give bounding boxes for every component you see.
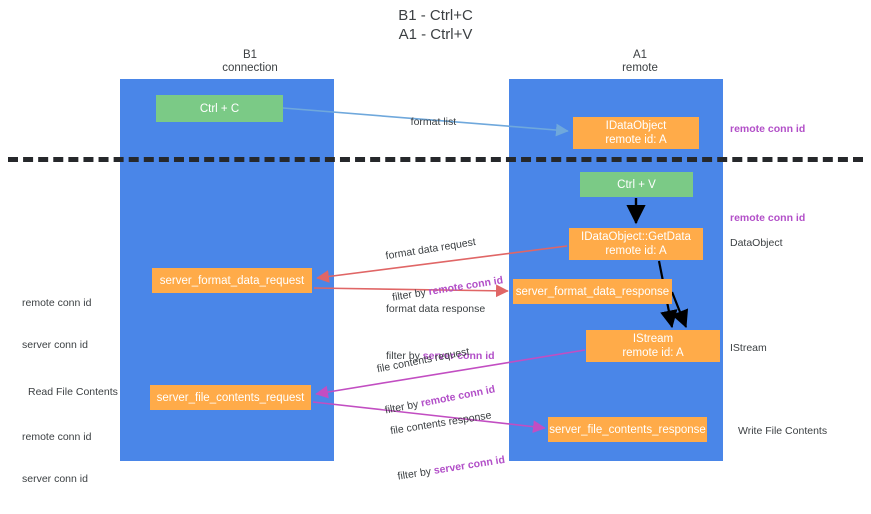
- node-ctrl-v[interactable]: Ctrl + V: [580, 172, 693, 197]
- label-remote-conn-id-mid: remote conn id: [730, 212, 806, 224]
- label-dataobject: DataObject: [730, 237, 783, 249]
- node-ctrl-c[interactable]: Ctrl + C: [156, 95, 283, 122]
- node-idataobject-getdata-line1: IDataObject::GetData: [581, 231, 691, 243]
- node-server-format-data-response-label: server_format_data_response: [515, 285, 670, 298]
- node-server-file-contents-request[interactable]: server_file_contents_request: [150, 385, 311, 410]
- caption-format-data-response: format data response filter by server co…: [386, 274, 495, 391]
- label-remote-conn-id-top: remote conn id: [730, 123, 806, 135]
- node-istream-line1: IStream: [632, 333, 674, 345]
- label-left-remote-conn-id-2: remote conn id: [22, 431, 92, 443]
- label-left-remote-conn-id: remote conn id: [22, 297, 92, 309]
- page-title: B1 - Ctrl+C A1 - Ctrl+V: [0, 6, 871, 44]
- caption-format-data-request-text: format data request: [384, 236, 477, 263]
- caption-file-contents-response-filter: filter by server conn id: [397, 453, 506, 484]
- node-idataobject[interactable]: IDataObject remote id: A: [573, 117, 699, 149]
- node-idataobject-line2: remote id: A: [605, 134, 667, 146]
- label-left-server-conn-id-2: server conn id: [22, 473, 88, 485]
- node-idataobject-getdata-line2: remote id: A: [605, 245, 667, 257]
- label-read-file-contents: Read File Contents: [28, 386, 118, 398]
- caption-format-data-response-text: format data response: [386, 303, 486, 315]
- node-idataobject-line1: IDataObject: [605, 120, 667, 132]
- label-istream: IStream: [730, 342, 767, 354]
- node-server-format-data-request-label: server_format_data_request: [159, 274, 305, 287]
- column-header-a1: A1 remote: [540, 49, 740, 75]
- filter-key-server-conn-id: server conn id: [422, 350, 495, 362]
- filter-key-server-conn-id: server conn id: [432, 453, 506, 477]
- label-write-file-contents: Write File Contents: [738, 425, 828, 437]
- filter-prefix: filter by: [386, 350, 423, 362]
- node-ctrl-c-label: Ctrl + C: [199, 102, 240, 115]
- label-left-conn-ids-top: remote conn id server conn id: [22, 268, 91, 380]
- label-left-conn-ids-bottom: remote conn id server conn id: [22, 402, 91, 514]
- node-server-format-data-request[interactable]: server_format_data_request: [152, 268, 312, 293]
- column-header-a1-role: remote: [622, 62, 658, 74]
- label-left-server-conn-id: server conn id: [22, 339, 88, 351]
- node-server-format-data-response[interactable]: server_format_data_response: [513, 279, 672, 304]
- node-server-file-contents-request-label: server_file_contents_request: [156, 391, 305, 404]
- node-server-file-contents-response-label: server_file_contents_response: [549, 423, 706, 436]
- node-ctrl-v-label: Ctrl + V: [617, 178, 656, 191]
- column-header-b1: B1 connection: [150, 49, 350, 75]
- diagram-canvas: B1 - Ctrl+C A1 - Ctrl+V B1 connection A1…: [0, 6, 871, 485]
- node-server-file-contents-response[interactable]: server_file_contents_response: [548, 417, 707, 442]
- title-line-1: B1 - Ctrl+C: [398, 7, 473, 24]
- filter-prefix: filter by: [396, 465, 435, 483]
- node-idataobject-getdata[interactable]: IDataObject::GetData remote id: A: [569, 228, 703, 260]
- caption-format-data-response-filter: filter by server conn id: [386, 349, 495, 363]
- node-istream-line2: remote id: A: [622, 347, 684, 359]
- caption-file-contents-response: file contents response filter by server …: [385, 380, 510, 512]
- caption-format-list-text: format list: [410, 116, 457, 128]
- caption-format-list: format list: [399, 101, 457, 143]
- node-istream[interactable]: IStream remote id: A: [586, 330, 720, 362]
- column-header-b1-role: connection: [222, 62, 278, 74]
- caption-file-contents-response-text: file contents response: [389, 409, 493, 438]
- column-header-b1-name: B1: [242, 49, 258, 61]
- caption-file-contents-request-text: file contents request: [375, 345, 471, 376]
- column-header-a1-name: A1: [632, 49, 648, 61]
- phase-divider: [8, 157, 863, 162]
- title-line-2: A1 - Ctrl+V: [398, 26, 473, 43]
